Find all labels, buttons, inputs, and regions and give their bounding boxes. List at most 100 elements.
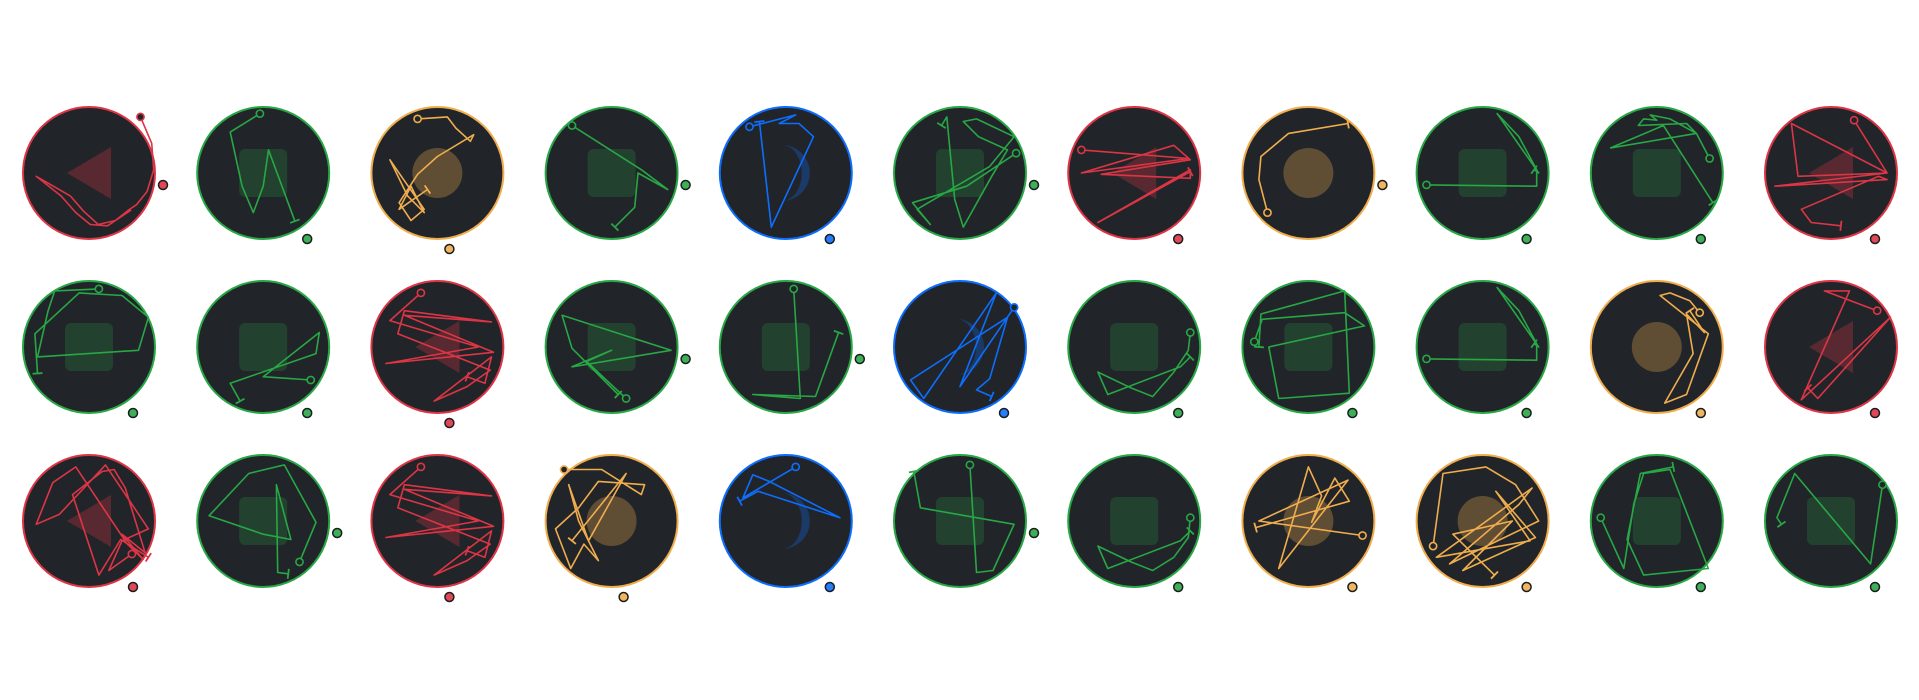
glyph-disc (1764, 106, 1898, 240)
glyph-1-6[interactable] (893, 106, 1040, 240)
trace-start-marker (1263, 208, 1272, 217)
trace-start-marker (1849, 115, 1859, 125)
glyph-3-9[interactable] (1415, 454, 1550, 593)
trace-start-marker (745, 122, 754, 132)
glyph-disc (718, 106, 853, 240)
trace-end-marker (1530, 339, 1538, 349)
glyph-2-10[interactable] (1589, 280, 1724, 419)
trace-line (208, 464, 317, 575)
trace-end-marker (1186, 526, 1195, 536)
trace-line (1097, 517, 1192, 572)
trace-line (1255, 466, 1363, 570)
glyph-2-2[interactable] (196, 280, 331, 419)
satellite-dot (444, 243, 455, 255)
glyph-3-8[interactable] (1241, 454, 1376, 593)
circle-icon (586, 496, 637, 546)
glyph-3-1[interactable] (22, 454, 156, 593)
trace-end-marker (610, 222, 620, 232)
glyph-2-6[interactable] (893, 280, 1027, 419)
satellite-dot (1172, 581, 1184, 593)
glyph-2-9[interactable] (1415, 280, 1550, 419)
glyph-2-4[interactable] (544, 280, 691, 414)
trace-line (1080, 144, 1192, 224)
square-icon (239, 323, 288, 371)
triangle-icon (67, 495, 111, 547)
glyph-3-2[interactable] (196, 454, 343, 588)
glyph-disc (22, 106, 156, 240)
glyph-3-4[interactable] (544, 454, 679, 603)
glyph-disc (370, 454, 505, 588)
glyph-1-3[interactable] (370, 106, 505, 255)
satellite-dot (824, 233, 836, 245)
trace-end-marker (833, 329, 844, 336)
trace-line (571, 124, 669, 228)
trace-start-marker (789, 284, 799, 294)
glyph-1-2[interactable] (196, 106, 331, 245)
glyph-1-11[interactable] (1764, 106, 1898, 245)
glyph-1-10[interactable] (1589, 106, 1724, 245)
glyph-disc (893, 454, 1027, 588)
trace-end-marker (1776, 520, 1787, 528)
circle-icon (1631, 322, 1682, 372)
satellite-dot (1521, 233, 1532, 245)
trace-end-marker (144, 552, 152, 562)
glyph-disc (544, 106, 679, 240)
satellite-dot (1347, 581, 1358, 593)
glyph-3-3[interactable] (370, 454, 505, 603)
satellite-dot (444, 591, 455, 603)
trace-end-marker (1708, 199, 1718, 207)
trace-end-marker (32, 372, 43, 375)
satellite-dot (331, 527, 343, 539)
trace-start-marker (295, 557, 304, 567)
satellite-dot (157, 179, 169, 191)
glyph-2-1[interactable] (22, 280, 156, 419)
glyph-3-7[interactable] (1067, 454, 1202, 593)
trace-start-marker (413, 114, 422, 124)
glyph-2-8[interactable] (1241, 280, 1376, 419)
glyph-disc (1589, 454, 1724, 588)
glyph-2-3[interactable] (370, 280, 505, 429)
trace-end-marker (1186, 352, 1195, 362)
glyph-2-7[interactable] (1067, 280, 1202, 419)
glyph-2-11[interactable] (1764, 280, 1898, 419)
trace-end-marker (289, 218, 300, 224)
glyph-disc (718, 454, 853, 588)
glyph-1-8[interactable] (1241, 106, 1388, 240)
glyph-3-6[interactable] (893, 454, 1040, 588)
trace-start-marker (1011, 148, 1021, 158)
satellite-dot (301, 233, 313, 245)
trace-line (554, 468, 646, 570)
glyph-3-5[interactable] (718, 454, 853, 593)
trace-end-marker (1490, 570, 1499, 580)
trace-line (1426, 112, 1540, 187)
trace-end-marker (1530, 165, 1538, 175)
glyph-3-10[interactable] (1589, 454, 1724, 593)
trace-line (1097, 332, 1192, 398)
trace-end-marker (1671, 461, 1676, 472)
trace-end-marker (1253, 522, 1258, 533)
glyph-3-11[interactable] (1764, 454, 1898, 593)
satellite-dot (444, 417, 455, 429)
trace-line (389, 116, 475, 222)
trace-line (739, 466, 841, 519)
glyph-1-4[interactable] (544, 106, 691, 240)
glyph-1-1[interactable] (22, 106, 169, 240)
trace-start-marker (136, 112, 145, 122)
trace-end-marker (1803, 383, 1813, 392)
glyph-disc (1067, 106, 1202, 240)
satellite-dot (1695, 581, 1707, 593)
glyph-1-7[interactable] (1067, 106, 1202, 245)
trace-end-marker (908, 469, 919, 474)
glyph-1-9[interactable] (1415, 106, 1550, 245)
trace-start-marker (1249, 337, 1259, 347)
square-icon (1632, 497, 1681, 545)
trace-start-marker (1878, 480, 1887, 490)
trace-start-marker (306, 375, 316, 385)
trace-line (35, 116, 155, 227)
glyph-1-5[interactable] (718, 106, 853, 245)
trace-end-marker (1253, 345, 1264, 349)
glyph-2-5[interactable] (718, 280, 866, 414)
satellite-dot (1695, 407, 1707, 419)
glyph-disc (1764, 454, 1898, 588)
circle-icon (1283, 496, 1334, 546)
